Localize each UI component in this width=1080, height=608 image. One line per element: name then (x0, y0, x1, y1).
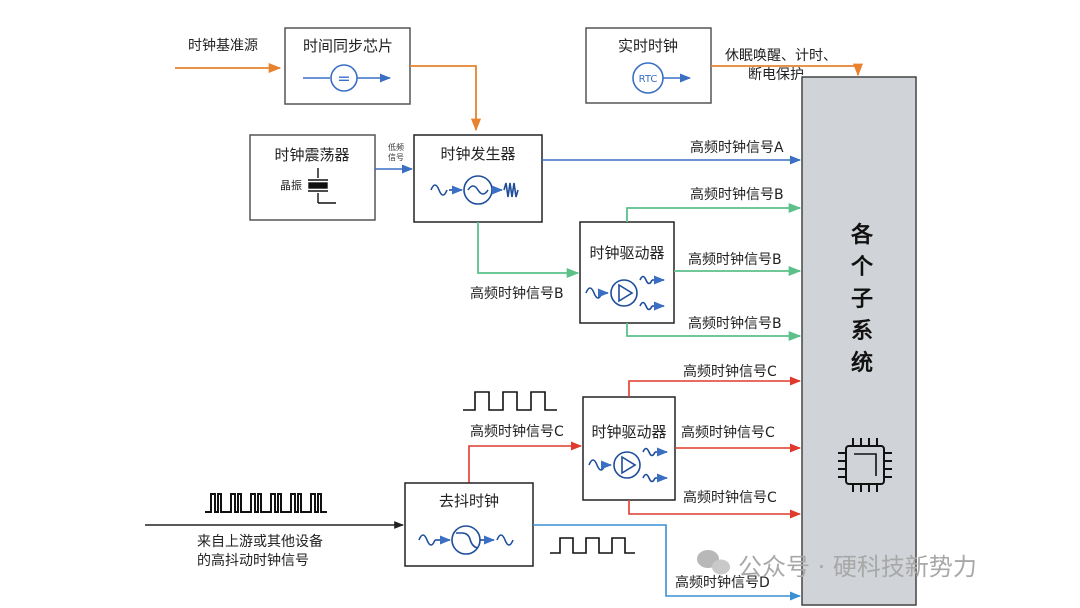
crystal-label: 晶振 (280, 178, 302, 192)
oscillator-label: 时钟震荡器 (274, 146, 349, 164)
upstream-label-1: 来自上游或其他设备 (197, 533, 323, 550)
crystal-icon (308, 168, 336, 204)
sig-d-line (533, 524, 802, 601)
sig-c2-label: 高频时钟信号C (681, 424, 775, 441)
subsystems-char-4: 统 (851, 350, 873, 376)
sig-b2-label: 高频时钟信号B (688, 251, 782, 268)
jitter-wave-icon (205, 493, 327, 513)
subsystems-char-1: 个 (851, 255, 874, 280)
low-freq-label-1: 低频 (388, 142, 404, 152)
svg-text:RTC: RTC (639, 74, 658, 85)
rtc-func-line1: 休眠唤醒、计时、 (725, 47, 837, 64)
driver1-label: 时钟驱动器 (589, 244, 664, 262)
oscillator-box (249, 134, 376, 221)
rtc-icon: RTC (632, 62, 692, 94)
rtc-box-label: 实时时钟 (618, 37, 678, 55)
square-wave-icon-2 (550, 537, 635, 554)
amplifier-icon-2 (588, 447, 669, 483)
subsystems-char-0: 各 (850, 222, 874, 248)
clock-ref-label: 时钟基准源 (188, 37, 258, 54)
amplifier-icon (585, 275, 666, 311)
sig-b1-line (626, 202, 802, 222)
wechat-logo-icon (697, 550, 730, 575)
watermark-text: 公众号 · 硬科技新势力 (738, 553, 977, 581)
upstream-label-2: 的高抖动时钟信号 (197, 552, 309, 569)
sync-to-generator-line (410, 65, 482, 132)
dejitter-label: 去抖时钟 (439, 492, 499, 510)
low-freq-label-2: 信号 (388, 152, 404, 162)
subsystems-panel (801, 76, 917, 606)
square-wave-icon (463, 391, 557, 411)
dejitter-to-driver2-line (468, 441, 583, 483)
generator-to-driver1-line (477, 222, 580, 279)
chip-icon (838, 438, 892, 492)
filter-icon (418, 525, 514, 555)
equal-icon: = (303, 64, 392, 92)
sig-c1-line (628, 376, 802, 397)
driver2-label: 时钟驱动器 (591, 423, 666, 441)
rtc-func-line2: 断电保护 (748, 67, 804, 83)
sig-c1-label: 高频时钟信号C (683, 363, 777, 380)
driver1-box (579, 221, 675, 324)
sig-b3-label: 高频时钟信号B (688, 315, 782, 332)
sig-a-label: 高频时钟信号A (690, 139, 784, 156)
driver2-box (582, 396, 676, 501)
subsystems-char-2: 子 (851, 287, 873, 312)
sig-b-in-label: 高频时钟信号B (470, 285, 564, 302)
subsystems-char-3: 系 (851, 319, 873, 344)
sig-c-in-label: 高频时钟信号C (470, 423, 564, 440)
generator-label: 时钟发生器 (440, 145, 515, 163)
sig-b1-label: 高频时钟信号B (690, 186, 784, 203)
rtc-to-subsystem-line (711, 63, 864, 77)
svg-text:=: = (337, 69, 350, 88)
sig-c3-line (628, 500, 802, 519)
sync-chip-label: 时间同步芯片 (303, 37, 393, 55)
sig-b3-line (626, 323, 802, 342)
sig-c3-label: 高频时钟信号C (683, 489, 777, 506)
generator-icon (430, 175, 519, 205)
sig-d-label: 高频时钟信号D (675, 574, 770, 591)
